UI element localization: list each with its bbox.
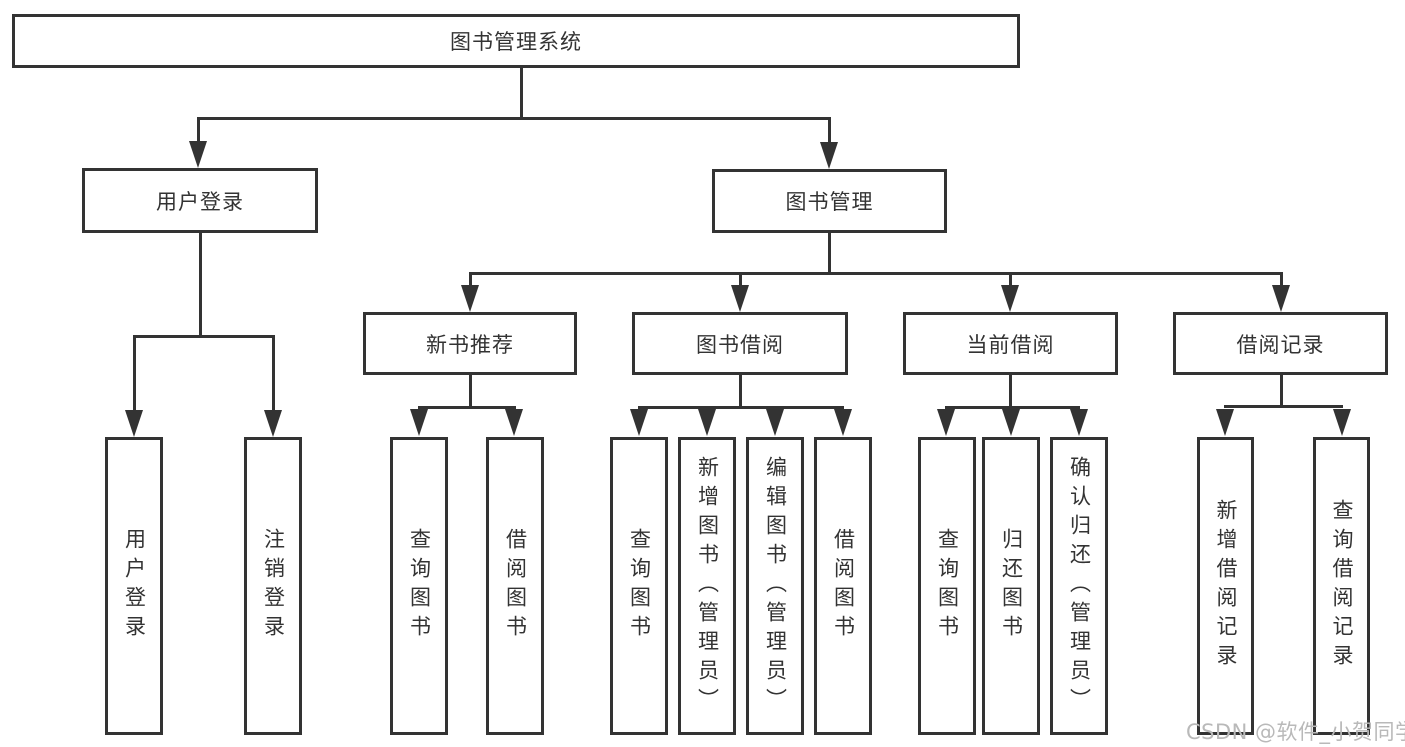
node-leaf-query-book: 查询图书 [390,437,448,735]
connector-line [828,117,831,145]
arrowhead-down-icon [1216,409,1234,436]
node-leaf-query-book: 查询图书 [610,437,668,735]
connector-line [739,272,742,289]
arrowhead-down-icon [1001,285,1019,312]
arrowhead-down-icon [630,409,648,436]
node-leaf-query-borrow-record: 查询借阅记录 [1313,437,1370,735]
node-user-login: 用户登录 [82,168,318,233]
arrowhead-down-icon [410,409,428,436]
node-current-borrow: 当前借阅 [903,312,1118,375]
arrowhead-down-icon [766,409,784,436]
connector-line [1280,272,1283,289]
node-leaf-confirm-return-admin: 确认归还（管理员） [1050,437,1108,735]
connector-line [197,117,831,120]
node-leaf-borrow-book: 借阅图书 [814,437,872,735]
node-leaf-add-borrow-record: 新增借阅记录 [1197,437,1254,735]
node-new-book-recommend: 新书推荐 [363,312,577,375]
node-borrow-records: 借阅记录 [1173,312,1388,375]
node-book-borrow: 图书借阅 [632,312,848,375]
node-root: 图书管理系统 [12,14,1020,68]
arrowhead-down-icon [937,409,955,436]
node-leaf-return-book: 归还图书 [982,437,1040,735]
connector-line [1224,405,1343,408]
connector-line [133,335,136,413]
arrowhead-down-icon [1272,285,1290,312]
connector-line [469,272,1283,275]
connector-line [739,375,742,409]
node-leaf-logout: 注销登录 [244,437,302,735]
connector-line [638,406,844,409]
arrowhead-down-icon [698,409,716,436]
connector-line [828,233,831,275]
node-leaf-edit-book-admin: 编辑图书（管理员） [746,437,804,735]
arrowhead-down-icon [1070,409,1088,436]
node-book-management: 图书管理 [712,169,947,233]
connector-line [945,406,1080,409]
node-leaf-add-book-admin: 新增图书（管理员） [678,437,736,735]
arrowhead-down-icon [461,285,479,312]
connector-line [418,406,516,409]
connector-line [199,233,202,337]
connector-line [469,272,472,289]
connector-line [469,375,472,409]
arrowhead-down-icon [1333,409,1351,436]
connector-line [1009,375,1012,409]
node-leaf-query-book: 查询图书 [918,437,976,735]
arrowhead-down-icon [1002,409,1020,436]
connector-line [197,117,200,145]
arrowhead-down-icon [264,410,282,437]
node-leaf-user-login: 用户登录 [105,437,163,735]
arrowhead-down-icon [834,409,852,436]
watermark: CSDN @软件_小贺同学 [1186,720,1405,744]
arrowhead-down-icon [505,409,523,436]
arrowhead-down-icon [820,142,838,169]
arrowhead-down-icon [189,141,207,168]
arrowhead-down-icon [731,285,749,312]
node-leaf-borrow-book: 借阅图书 [486,437,544,735]
connector-line [272,335,275,413]
arrowhead-down-icon [125,410,143,437]
connector-line [1280,375,1283,408]
connector-line [520,68,523,118]
connector-line [133,335,275,338]
connector-line [1009,272,1012,289]
